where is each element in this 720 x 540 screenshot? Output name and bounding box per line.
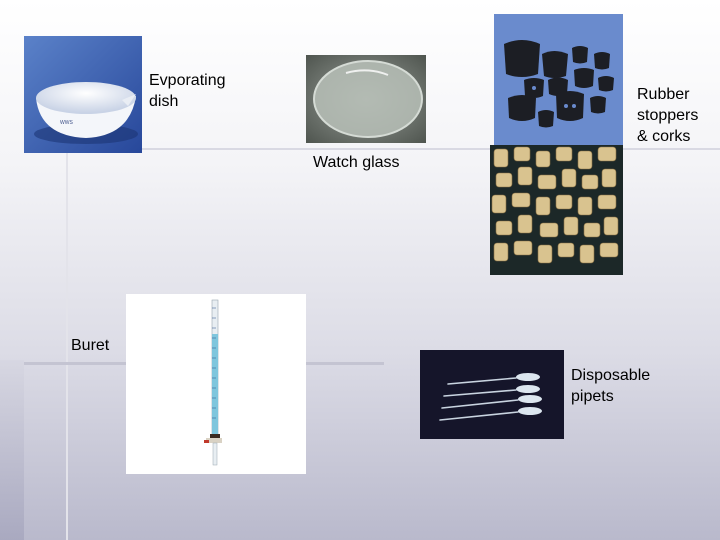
buret-label: Buret (71, 337, 110, 354)
evaporating-dish-photo: WWS (24, 36, 142, 153)
rubber-stoppers-photo (494, 14, 623, 146)
buret-photo (126, 294, 306, 474)
svg-text:WWS: WWS (60, 120, 73, 126)
watch-glass-label: Watch glass (313, 154, 400, 171)
evaporating-dish-label: Evporating dish (149, 72, 226, 110)
decorative-band (0, 360, 24, 540)
divider-line (66, 150, 68, 540)
rubber-stoppers-label: Rubber stoppers & corks (637, 86, 699, 145)
divider-line (68, 148, 720, 150)
corks-photo (490, 145, 623, 275)
pipets-label: Disposable pipets (571, 367, 651, 405)
watch-glass-photo (306, 55, 426, 143)
pipets-photo (420, 350, 564, 439)
